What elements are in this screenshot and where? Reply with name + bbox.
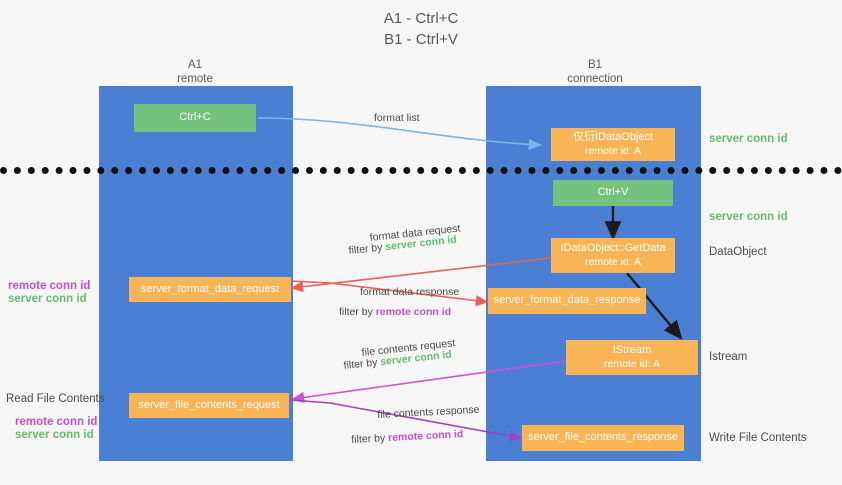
right-label-istream: Istream (709, 351, 748, 363)
lane-header-a1-name: A1 (187, 59, 203, 71)
edge-label-format-data-response-filter: filter by remote conn id (339, 305, 451, 319)
left-label-remote-conn-id-upper: remote conn id (8, 280, 91, 292)
box-ctrl-v[interactable]: Ctrl+V (553, 180, 673, 206)
lane-header-b1-sub: connection (567, 73, 623, 85)
filter-by-prefix: filter by (343, 356, 379, 372)
connector-format-list (257, 117, 542, 151)
box-idataobject[interactable]: 仅衍IDataObject remote id: A (551, 128, 675, 161)
filter-by-value-remote-conn-id: remote conn id (387, 428, 464, 445)
box-ctrl-c-label: Ctrl+C (179, 111, 211, 124)
lane-header-b1-name: B1 (587, 59, 603, 71)
right-label-dataobject: DataObject (709, 246, 767, 258)
filter-by-prefix: filter by (348, 241, 384, 257)
box-ctrl-c[interactable]: Ctrl+C (134, 104, 256, 132)
right-label-write-file-contents: Write File Contents (709, 432, 807, 444)
lane-header-b1: B1 connection (535, 58, 655, 86)
box-server-format-data-response-label: server_format_data_response (493, 294, 641, 307)
left-label-server-conn-id-lower: server conn id (15, 429, 94, 441)
connector-getdata-to-istream (626, 272, 683, 340)
box-server-file-contents-response[interactable]: server_file_contents_response (522, 425, 684, 451)
box-server-file-contents-request[interactable]: server_file_contents_request (129, 393, 289, 418)
box-idataobject-getdata[interactable]: IDataObject::GetData remote id: A (551, 238, 675, 273)
lane-header-a1-sub: remote (177, 73, 213, 85)
right-label-server-conn-id-second: server conn id (709, 211, 788, 223)
left-label-server-conn-id-upper: server conn id (8, 293, 87, 305)
box-server-file-contents-request-label: server_file_contents_request (138, 398, 280, 411)
right-label-server-conn-id-top: server conn id (709, 133, 788, 145)
page-title-line-2: B1 - Ctrl+V (384, 31, 458, 48)
phase-divider (0, 167, 842, 174)
filter-by-prefix: filter by (339, 306, 373, 318)
filter-by-prefix: filter by (351, 432, 386, 446)
edge-label-format-list: format list (374, 112, 420, 124)
box-istream[interactable]: IStream remote id: A (566, 340, 698, 375)
box-idataobject-label: 仅衍IDataObject (572, 131, 654, 143)
edge-label-format-data-response: format data response (360, 286, 460, 298)
box-server-file-contents-response-label: server_file_contents_response (528, 431, 678, 444)
box-istream-label: IStream (612, 344, 652, 356)
lane-header-a1: A1 remote (135, 58, 255, 86)
box-server-format-data-response[interactable]: server_format_data_response (488, 288, 646, 314)
left-label-remote-conn-id-lower: remote conn id (15, 416, 98, 428)
connector-file-contents-request (291, 360, 567, 404)
box-idataobject-remote-id: remote id: A (584, 144, 642, 157)
page-title-line-1: A1 - Ctrl+C (383, 10, 459, 27)
box-istream-remote-id: remote id: A (603, 357, 661, 370)
box-server-format-data-request-label: server_format_data_request (140, 282, 280, 295)
filter-by-value-remote-conn-id: remote conn id (375, 306, 452, 318)
left-label-read-file-contents: Read File Contents (6, 393, 105, 405)
box-server-format-data-request[interactable]: server_format_data_request (129, 277, 291, 302)
box-getdata-label: IDataObject::GetData (560, 242, 666, 254)
box-getdata-remote-id: remote id: A (584, 255, 642, 268)
page-title: A1 - Ctrl+C B1 - Ctrl+V (0, 8, 842, 50)
box-ctrl-v-label: Ctrl+V (597, 186, 629, 199)
